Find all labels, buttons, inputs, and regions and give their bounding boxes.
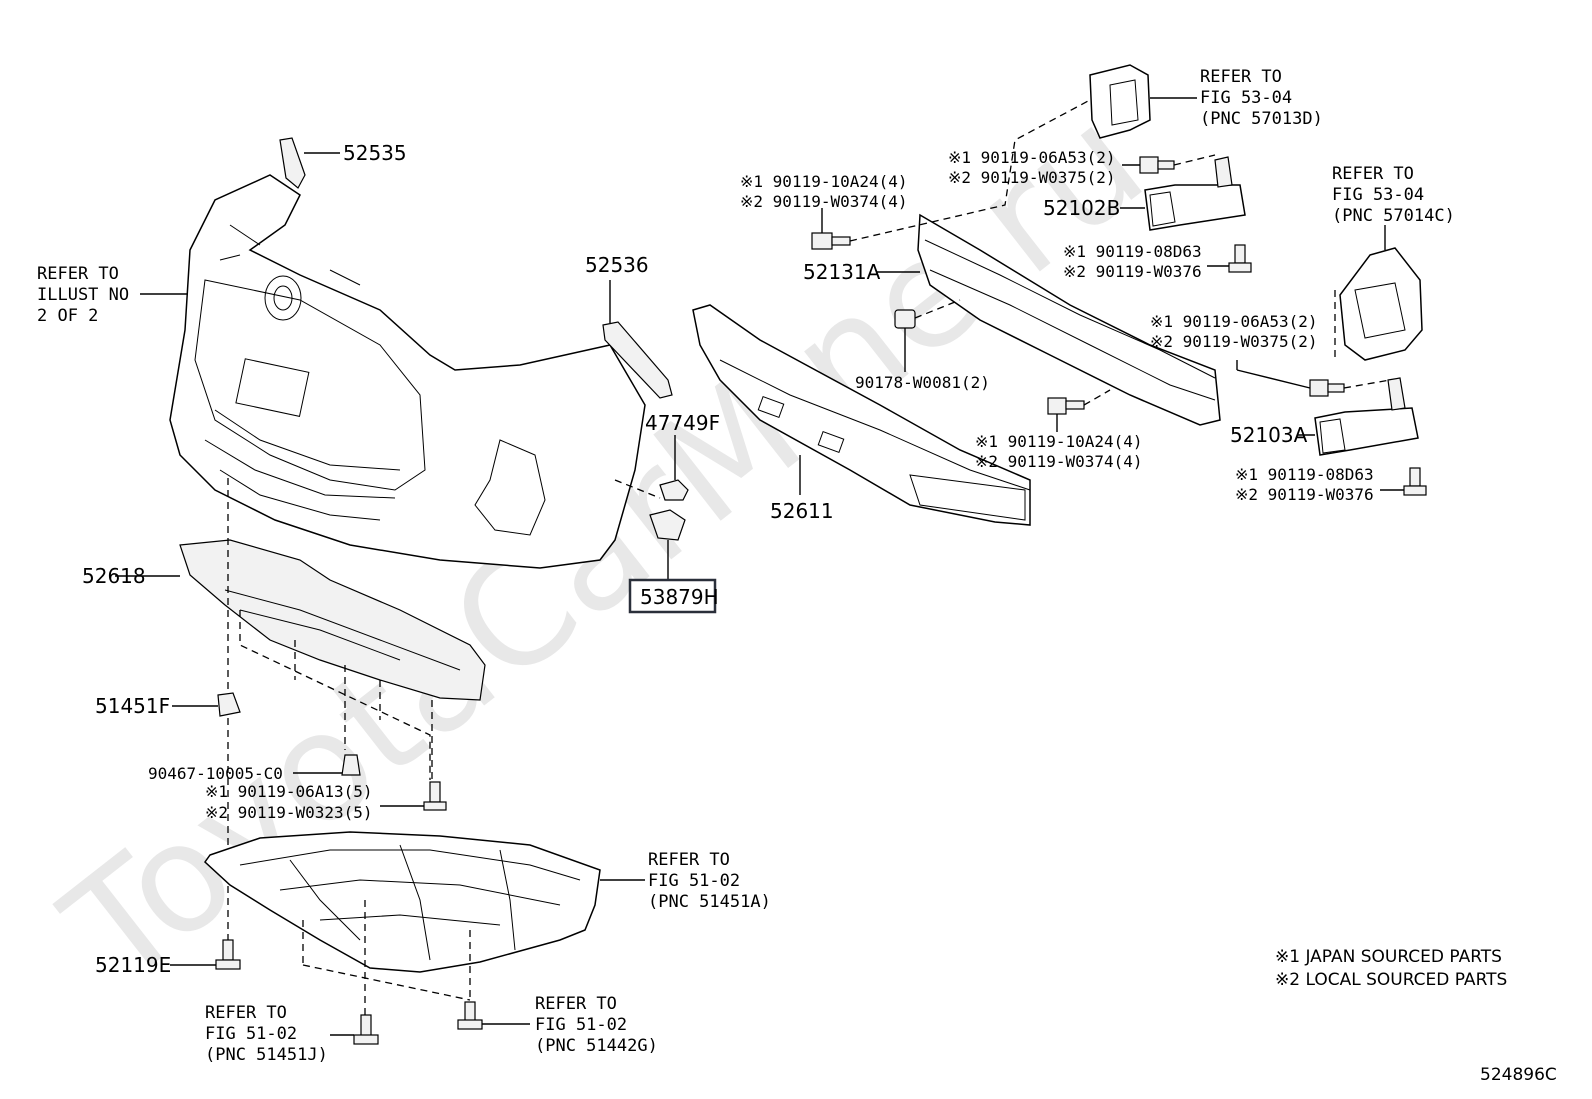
svg-text:REFER TO: REFER TO <box>205 1003 287 1023</box>
label-51451F: 51451F <box>95 694 170 718</box>
label-W0375-top: ※2 90119-W0375(2) <box>948 168 1116 187</box>
ref-fig5304-a: REFER TO FIG 53-04 (PNC 57013D) <box>1200 67 1323 129</box>
svg-text:FIG 51-02: FIG 51-02 <box>535 1015 627 1035</box>
bolt-08D63-top <box>1207 244 1252 273</box>
svg-text:REFER TO: REFER TO <box>1200 67 1282 87</box>
svg-text:ILLUST NO: ILLUST NO <box>37 285 129 305</box>
label-06A13: ※1 90119-06A13(5) <box>205 782 373 801</box>
svg-text:REFER TO: REFER TO <box>37 264 119 284</box>
svg-text:REFER TO: REFER TO <box>535 994 617 1014</box>
label-52102B: 52102B <box>1043 196 1120 220</box>
label-W0376-bot: ※2 90119-W0376 <box>1235 485 1374 504</box>
label-52611: 52611 <box>770 499 834 523</box>
figure-id: 524896C <box>1480 1065 1557 1085</box>
label-90467: 90467-10005-C0 <box>148 764 283 783</box>
bolt-10A24-mid <box>1047 389 1111 432</box>
bracket-57014C <box>1334 225 1423 361</box>
svg-text:2 OF 2: 2 OF 2 <box>37 306 98 326</box>
label-52103A: 52103A <box>1230 423 1308 447</box>
label-53879H: 53879H <box>640 585 719 609</box>
label-52536: 52536 <box>585 253 649 277</box>
label-W0376-top: ※2 90119-W0376 <box>1063 262 1202 281</box>
clips-47749F-53879H <box>614 435 717 614</box>
label-W0323: ※2 90119-W0323(5) <box>205 803 373 822</box>
label-06A53-right: ※1 90119-06A53(2) <box>1150 312 1318 331</box>
dashed-guides-bottom <box>302 900 471 1015</box>
ref-fig5102-b: REFER TO FIG 51-02 (PNC 51451J) <box>205 1003 328 1065</box>
legend-local: ※2 LOCAL SOURCED PARTS <box>1275 970 1507 990</box>
label-52618: 52618 <box>82 564 146 588</box>
svg-text:FIG 53-04: FIG 53-04 <box>1332 185 1424 205</box>
label-52131A: 52131A <box>803 260 881 284</box>
bolt-ref-51442G <box>457 1001 530 1030</box>
ref-fig5304-b: REFER TO FIG 53-04 (PNC 57014C) <box>1332 164 1455 226</box>
ref-fig5102-c: REFER TO FIG 51-02 (PNC 51442G) <box>535 994 658 1056</box>
bolt-52119E <box>170 939 241 970</box>
svg-text:(PNC 57013D): (PNC 57013D) <box>1200 109 1323 129</box>
label-52119E: 52119E <box>95 953 171 977</box>
svg-text:FIG 51-02: FIG 51-02 <box>205 1024 297 1044</box>
label-W0375-right: ※2 90119-W0375(2) <box>1150 332 1318 351</box>
svg-text:(PNC 57014C): (PNC 57014C) <box>1332 206 1455 226</box>
svg-text:REFER TO: REFER TO <box>648 850 730 870</box>
legend-japan: ※1 JAPAN SOURCED PARTS <box>1275 947 1502 967</box>
bolt-ref-51451J <box>330 1014 379 1045</box>
bracket-57013D <box>1089 64 1197 139</box>
label-08D63-top: ※1 90119-08D63 <box>1063 242 1202 261</box>
rivet-90467 <box>293 754 361 776</box>
nut-90178 <box>894 299 961 372</box>
label-90178: 90178-W0081(2) <box>855 373 990 392</box>
svg-text:(PNC 51451A): (PNC 51451A) <box>648 892 771 912</box>
svg-text:FIG 51-02: FIG 51-02 <box>648 871 740 891</box>
label-W0374-top: ※2 90119-W0374(4) <box>740 192 908 211</box>
label-08D63-bot: ※1 90119-08D63 <box>1235 465 1374 484</box>
bracket-52536 <box>602 280 673 399</box>
svg-text:REFER TO: REFER TO <box>1332 164 1414 184</box>
bolt-90119-06A13 <box>380 781 447 811</box>
svg-text:(PNC 51442G): (PNC 51442G) <box>535 1036 658 1056</box>
label-10A24-mid: ※1 90119-10A24(4) <box>975 432 1143 451</box>
bumper-cover <box>169 174 646 569</box>
energy-absorber-52611 <box>692 304 1031 526</box>
crash-box-52102B <box>1120 156 1246 231</box>
ref-illust: REFER TO ILLUST NO 2 OF 2 <box>37 264 188 326</box>
bolt-10A24-top <box>811 99 1091 250</box>
label-10A24-top: ※1 90119-10A24(4) <box>740 172 908 191</box>
label-52535: 52535 <box>343 141 407 165</box>
bolt-06A53-right <box>1236 360 1391 397</box>
label-W0374-mid: ※2 90119-W0374(4) <box>975 452 1143 471</box>
label-47749F: 47749F <box>645 411 720 435</box>
engine-undercover <box>204 831 645 973</box>
clip-51451F <box>172 692 241 717</box>
label-06A53-top: ※1 90119-06A53(2) <box>948 148 1116 167</box>
svg-text:FIG 53-04: FIG 53-04 <box>1200 88 1292 108</box>
svg-text:(PNC 51451J): (PNC 51451J) <box>205 1045 328 1065</box>
clip-52535 <box>279 137 340 189</box>
crash-box-52103A <box>1298 377 1419 456</box>
reinforcement-52131A <box>876 213 1221 426</box>
bolt-08D63-bot <box>1380 467 1427 496</box>
bolt-06A53-top <box>1122 154 1216 174</box>
ref-fig5102-a: REFER TO FIG 51-02 (PNC 51451A) <box>648 850 771 912</box>
